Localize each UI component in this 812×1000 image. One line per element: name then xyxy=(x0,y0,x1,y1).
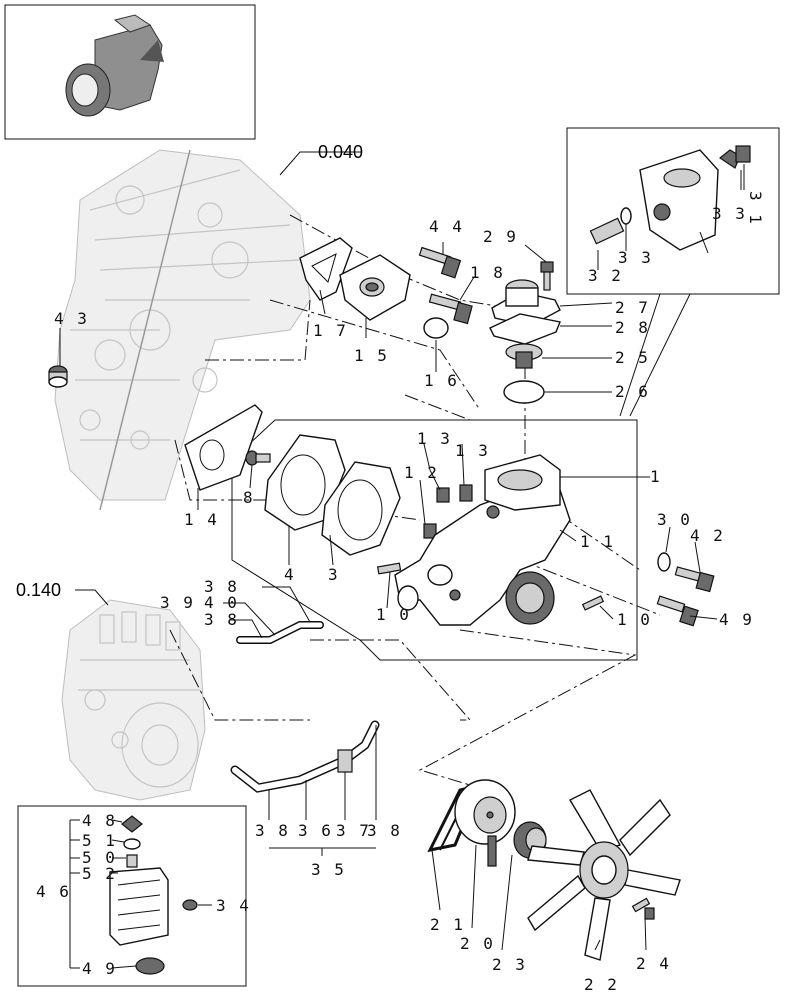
callout-33a: 3 3 xyxy=(618,248,653,267)
callout-20: 2 0 xyxy=(460,934,495,953)
callout-37: 3 7 xyxy=(336,821,371,840)
callout-49b: 4 9 xyxy=(82,959,117,978)
callout-28: 2 8 xyxy=(615,318,650,337)
callout-52: 5 2 xyxy=(82,864,117,883)
plug-13a xyxy=(436,487,450,503)
callout-25: 2 5 xyxy=(615,348,650,367)
callout-31: 3 1 xyxy=(746,191,765,226)
callout-10b: 1 0 xyxy=(617,610,652,629)
oil-filter-detail-frame xyxy=(17,805,247,987)
leader-lines xyxy=(59,151,745,969)
injection-pump-ghost xyxy=(61,599,206,801)
callout-30: 3 0 xyxy=(657,510,692,529)
callout-18: 1 8 xyxy=(470,263,505,282)
callout-34: 3 4 xyxy=(216,896,251,915)
callout-16: 1 6 xyxy=(424,371,459,390)
housing-15 xyxy=(339,254,411,321)
bolt-42 xyxy=(674,566,715,593)
callout-44: 4 4 xyxy=(429,217,464,236)
callout-32: 3 2 xyxy=(588,266,623,285)
bolt-18 xyxy=(428,293,473,325)
callout-21: 2 1 xyxy=(430,915,465,934)
pin-10b xyxy=(581,595,605,611)
plug-13b xyxy=(459,484,473,502)
callout-38d: 3 8 xyxy=(204,610,239,629)
oring-16 xyxy=(423,317,449,339)
callout-26: 2 6 xyxy=(615,382,650,401)
plug-12 xyxy=(423,523,437,539)
callout-42: 4 2 xyxy=(690,526,725,545)
callout-8: 8 xyxy=(243,488,255,507)
callout-1: 1 xyxy=(650,467,662,486)
callout-12: 1 2 xyxy=(404,463,439,482)
callout-33b: 3 3 xyxy=(712,204,747,223)
callout-46: 4 6 xyxy=(36,882,71,901)
clamp-37 xyxy=(337,749,353,773)
engine-block-ghost xyxy=(54,149,311,511)
cooling-fan-22 xyxy=(527,789,681,961)
pin-10a xyxy=(376,562,402,575)
thermostat-25 xyxy=(505,343,543,369)
seal-ring-26 xyxy=(503,380,545,404)
callout-50: 5 0 xyxy=(82,848,117,867)
callout-38b: 3 8 xyxy=(367,821,402,840)
bolt-8 xyxy=(245,450,271,466)
washer-30 xyxy=(657,552,671,572)
thermostat-housing-detail xyxy=(589,145,751,251)
callout-4: 4 xyxy=(284,565,296,584)
plug-43 xyxy=(48,365,68,388)
callout-17: 1 7 xyxy=(313,321,348,340)
callout-35: 3 5 xyxy=(311,860,346,879)
pulley-20 xyxy=(454,779,516,867)
callout-40: 4 0 xyxy=(204,593,239,612)
callout-23: 2 3 xyxy=(492,955,527,974)
water-pump-1 xyxy=(394,454,571,626)
callout-29: 2 9 xyxy=(483,227,518,246)
callout-36: 3 6 xyxy=(298,821,333,840)
callout-11: 1 1 xyxy=(580,532,615,551)
water-pipe-36 xyxy=(230,720,380,793)
gasket-28 xyxy=(489,313,561,345)
callout-10a: 1 0 xyxy=(376,605,411,624)
callout-49a: 4 9 xyxy=(719,610,754,629)
gasket-17 xyxy=(299,237,353,301)
callout-43: 4 3 xyxy=(54,309,89,328)
engine-thumbnail xyxy=(4,4,256,140)
callout-13b: 1 3 xyxy=(455,441,490,460)
callout-38c: 3 8 xyxy=(204,577,239,596)
bolt-49 xyxy=(656,595,699,627)
water-pipe-40 xyxy=(236,621,324,644)
callout-39: 3 9 xyxy=(160,593,195,612)
callout-51: 5 1 xyxy=(82,831,117,850)
bolt-29 xyxy=(540,261,554,291)
gasket-3 xyxy=(321,461,401,556)
outlet-27 xyxy=(491,279,561,327)
callout-22: 2 2 xyxy=(584,975,619,994)
callout-27: 2 7 xyxy=(615,298,650,317)
callout-14: 1 4 xyxy=(184,510,219,529)
gasket-14 xyxy=(184,404,263,491)
callout-15: 1 5 xyxy=(354,346,389,365)
callout-48: 4 8 xyxy=(82,811,117,830)
callout-24: 2 4 xyxy=(636,954,671,973)
thermostat-detail-frame xyxy=(566,127,780,295)
callout-13a: 1 3 xyxy=(417,429,452,448)
oil-filter-46 xyxy=(109,815,198,975)
callout-38a: 3 8 xyxy=(255,821,290,840)
bolt-24 xyxy=(631,897,655,920)
bolt-44 xyxy=(418,246,462,279)
callout-3: 3 xyxy=(328,565,340,584)
ref-cylinder-head: 0.040 xyxy=(318,142,363,162)
ref-injection-pump: 0.140 xyxy=(16,580,61,600)
